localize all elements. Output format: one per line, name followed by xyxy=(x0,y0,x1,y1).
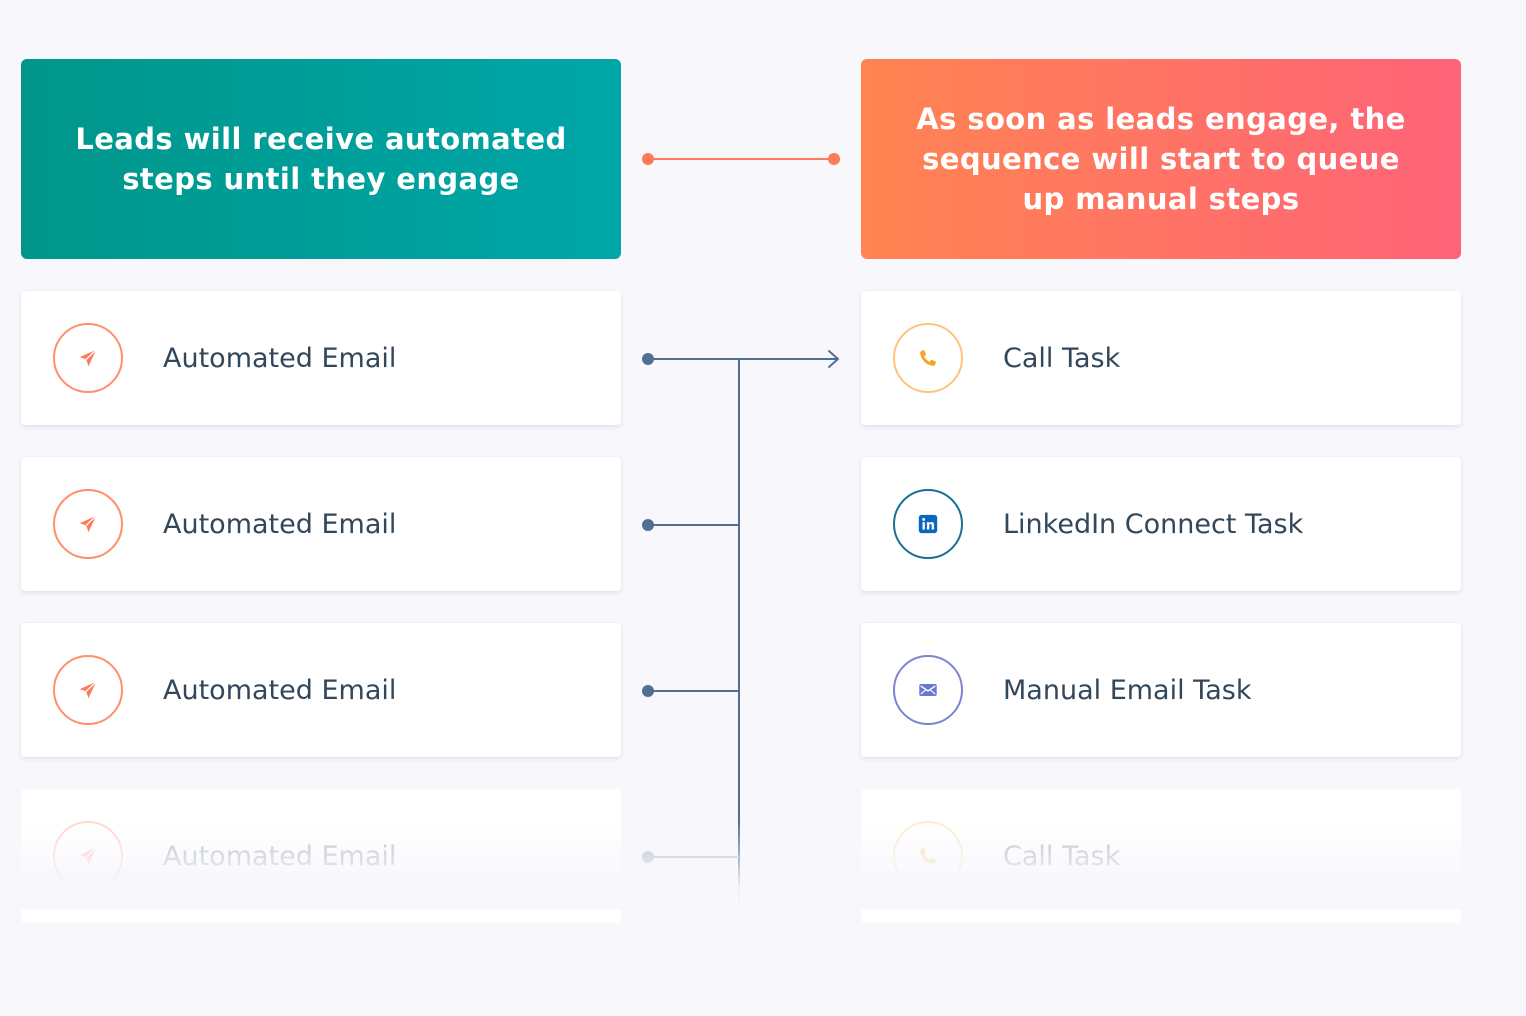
card-label: Call Task xyxy=(1003,342,1121,374)
automated-steps-header: Leads will receive automated steps until… xyxy=(21,59,621,259)
automated-steps-header-text: Leads will receive automated steps until… xyxy=(75,122,567,196)
envelope-icon xyxy=(893,655,963,725)
manual-steps-header-text: As soon as leads engage, the sequence wi… xyxy=(916,102,1406,216)
branch-dot-4 xyxy=(642,851,654,863)
linkedin-connect-task-card[interactable]: LinkedIn Connect Task xyxy=(861,457,1461,591)
paper-plane-icon xyxy=(53,489,123,559)
card-label: Automated Email xyxy=(163,508,397,540)
card-label: LinkedIn Connect Task xyxy=(1003,508,1304,540)
automated-email-card[interactable]: Automated Email xyxy=(21,291,621,425)
card-label: Automated Email xyxy=(163,840,397,872)
header-connector-dot-left xyxy=(642,153,654,165)
linkedin-icon xyxy=(893,489,963,559)
branch-dot-3 xyxy=(642,685,654,697)
paper-plane-icon xyxy=(53,655,123,725)
card-label: Automated Email xyxy=(163,674,397,706)
arrow-head-icon xyxy=(828,350,839,368)
automated-email-card[interactable]: Automated Email xyxy=(21,457,621,591)
phone-icon xyxy=(893,323,963,393)
card-label: Automated Email xyxy=(163,342,397,374)
call-task-card[interactable]: Call Task xyxy=(861,789,1461,923)
call-task-card[interactable]: Call Task xyxy=(861,291,1461,425)
phone-icon xyxy=(893,821,963,891)
branch-dot-2 xyxy=(642,519,654,531)
paper-plane-icon xyxy=(53,323,123,393)
automated-email-card[interactable]: Automated Email xyxy=(21,789,621,923)
manual-steps-header: As soon as leads engage, the sequence wi… xyxy=(861,59,1461,259)
paper-plane-icon xyxy=(53,821,123,891)
manual-email-task-card[interactable]: Manual Email Task xyxy=(861,623,1461,757)
card-label: Manual Email Task xyxy=(1003,674,1252,706)
automated-email-card[interactable]: Automated Email xyxy=(21,623,621,757)
branch-dot-1 xyxy=(642,353,654,365)
header-connector-dot-right xyxy=(828,153,840,165)
card-label: Call Task xyxy=(1003,840,1121,872)
